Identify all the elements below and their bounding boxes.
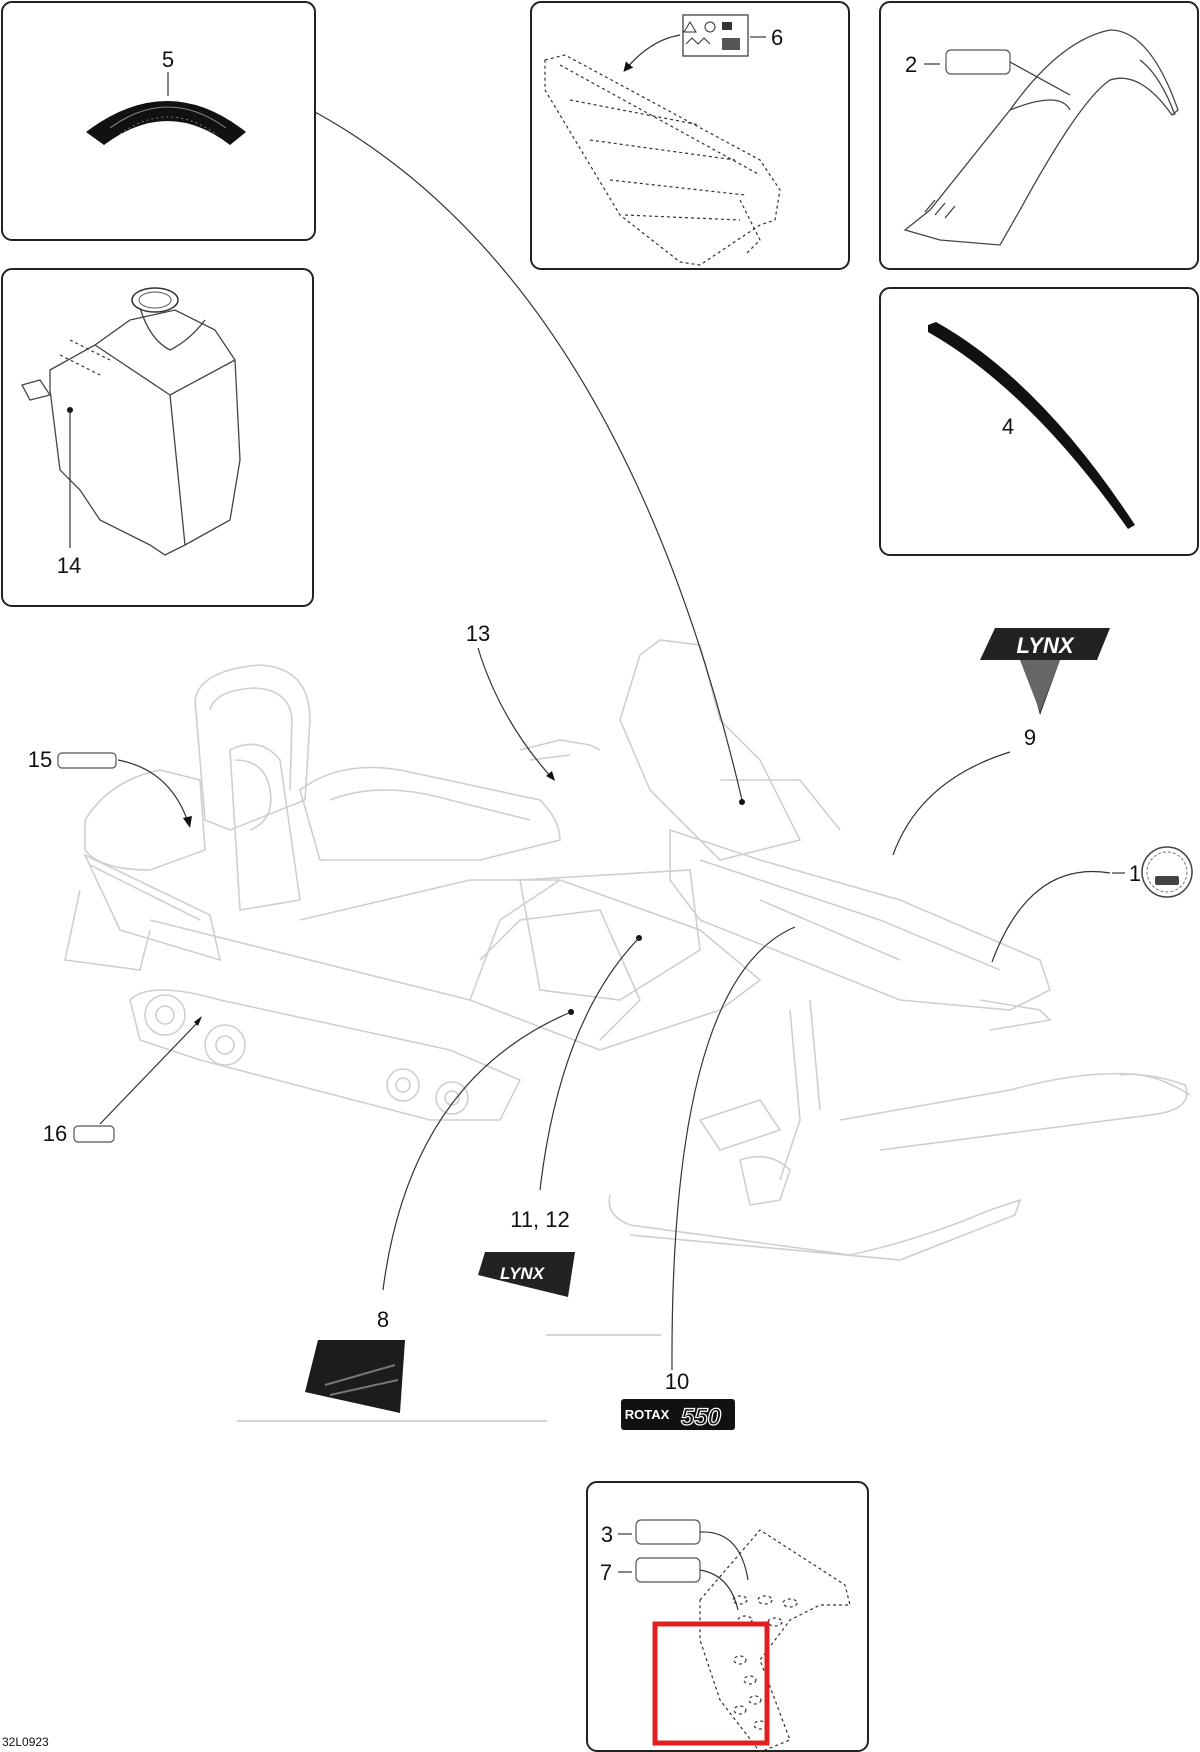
callout-group-9[interactable]: LYNX 9 — [892, 628, 1110, 856]
callout-3: 3 — [601, 1522, 613, 1547]
svg-text:ROTAX: ROTAX — [625, 1407, 670, 1422]
callout-group-15[interactable]: 15 — [28, 747, 192, 828]
callout-8: 8 — [377, 1307, 389, 1332]
callout-10: 10 — [665, 1369, 689, 1394]
leader-5 — [314, 111, 745, 805]
brp-round-badge-1 — [1141, 846, 1193, 898]
callout-group-13[interactable]: 13 — [466, 621, 555, 781]
panel-item-6[interactable]: 6 — [530, 1, 850, 270]
hood-part-2 — [903, 29, 1179, 246]
callout-9: 9 — [1024, 725, 1036, 750]
callout-15: 15 — [28, 747, 52, 772]
lynx-badge-9: LYNX — [980, 628, 1110, 715]
label-box-2 — [945, 49, 1011, 75]
callout-14: 14 — [57, 553, 81, 578]
highlight-box[interactable] — [652, 1621, 770, 1746]
svg-text:LYNX: LYNX — [500, 1264, 546, 1283]
callout-4: 4 — [1002, 414, 1014, 439]
callout-6: 6 — [771, 25, 783, 50]
panel-item-14[interactable]: 14 — [1, 268, 314, 607]
seat-outline-6 — [544, 54, 781, 266]
panel-item-5[interactable]: 5 — [1, 1, 316, 241]
callout-group-1[interactable]: 1 — [991, 846, 1193, 963]
callout-7: 7 — [600, 1560, 612, 1585]
callout-group-16[interactable]: 16 — [43, 1016, 202, 1146]
panel-items-3-7[interactable]: 3 7 — [586, 1481, 869, 1752]
callout-2: 2 — [905, 52, 917, 77]
callout-13: 13 — [466, 621, 490, 646]
strip-decal-4 — [928, 322, 1135, 529]
footrest-part — [699, 1529, 851, 1752]
snowmobile-outline — [64, 639, 1191, 1261]
callout-1: 1 — [1129, 861, 1141, 886]
side-panel-decal-8 — [305, 1340, 405, 1413]
callout-group-10[interactable]: 10 ROTAX 550 — [546, 926, 796, 1432]
callout-group-11-12[interactable]: 11, 12 LYNX — [478, 935, 642, 1297]
figure-id: 32L0923 — [2, 1735, 49, 1749]
label-box-3 — [635, 1519, 701, 1545]
label-box-16 — [73, 1125, 115, 1143]
label-box-7 — [635, 1557, 701, 1583]
callout-11-12: 11, 12 — [510, 1207, 570, 1232]
svg-text:550: 550 — [681, 1404, 722, 1431]
callout-5: 5 — [162, 47, 174, 72]
callout-16: 16 — [43, 1121, 67, 1146]
label-box-15 — [57, 752, 117, 769]
rotax-550-decal-10: ROTAX 550 — [621, 1399, 735, 1432]
panel-item-4[interactable]: 4 — [879, 287, 1199, 556]
lynx-strip-decal-11-12: LYNX — [478, 1252, 575, 1297]
svg-text:LYNX: LYNX — [1016, 633, 1074, 658]
arc-decal-5 — [86, 101, 246, 145]
callout-group-8[interactable]: 8 — [237, 1009, 574, 1422]
panel-item-2[interactable]: 2 — [879, 1, 1199, 270]
